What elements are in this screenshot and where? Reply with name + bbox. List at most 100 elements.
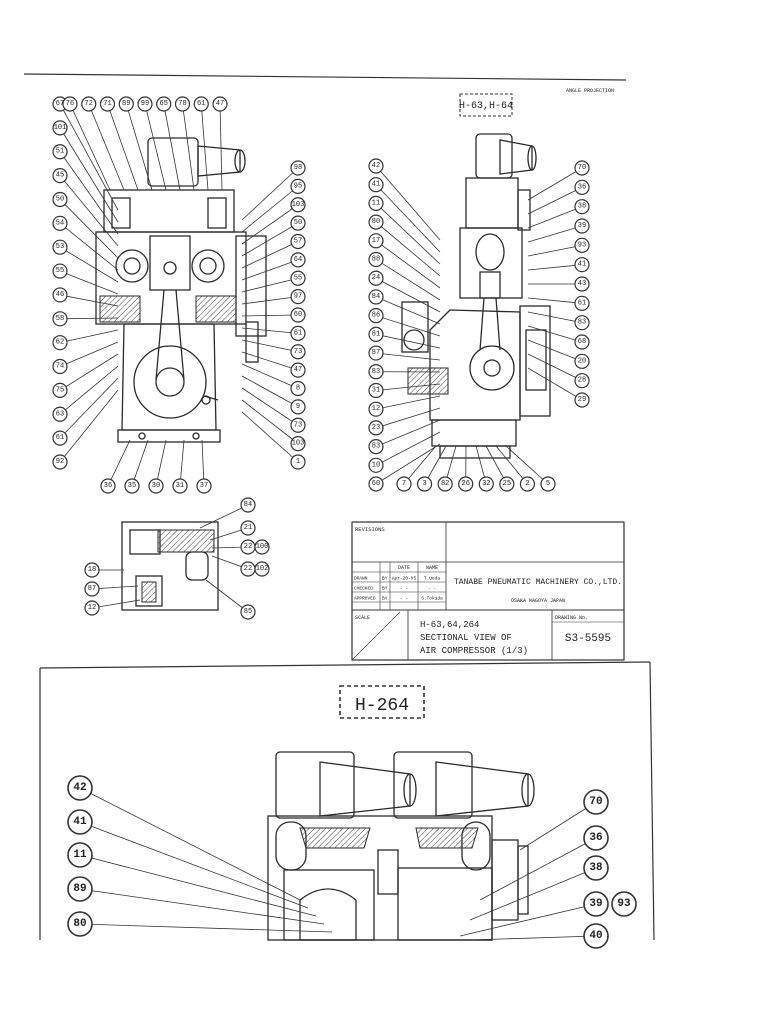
svg-text:103: 103 bbox=[292, 440, 305, 448]
svg-text:17: 17 bbox=[372, 237, 380, 245]
view-b-right-callout-6: 41 bbox=[527, 257, 590, 273]
svg-text:38: 38 bbox=[589, 862, 603, 874]
view-a-right-callout-17-leader bbox=[241, 411, 299, 463]
svg-text:40: 40 bbox=[589, 930, 602, 942]
view-b-bottom-callout-1: 7 bbox=[396, 445, 437, 492]
svg-text:55: 55 bbox=[56, 267, 64, 275]
svg-text:83: 83 bbox=[372, 443, 380, 451]
view-a-right-callout-14: 9 bbox=[241, 375, 306, 415]
svg-text:2: 2 bbox=[525, 480, 529, 488]
svg-text:42: 42 bbox=[73, 782, 86, 794]
svg-text:35: 35 bbox=[128, 482, 136, 490]
view-a-right-callout-15-leader bbox=[241, 387, 299, 426]
view-b-left-callout-15-leader bbox=[375, 407, 441, 429]
view-b-right-callout-9: 83 bbox=[527, 311, 590, 331]
view-a-bottom-callout-5: 37 bbox=[196, 439, 212, 494]
view-b-left-callout-13-leader bbox=[375, 383, 441, 391]
view-a-top-callout-2: 72 bbox=[81, 96, 125, 191]
lower-left-callout-5-leader bbox=[79, 923, 333, 933]
svg-text:64: 64 bbox=[294, 256, 302, 264]
lower-left-callout-1-leader bbox=[79, 787, 301, 901]
view-b-bottom-callout-5: 32 bbox=[475, 445, 494, 492]
svg-text:41: 41 bbox=[372, 181, 380, 189]
lower-left-callout-3-leader bbox=[79, 854, 317, 917]
svg-text:57: 57 bbox=[294, 238, 302, 246]
view-c-callout-5: 21 bbox=[209, 520, 256, 541]
name-column-header: NAME bbox=[426, 565, 438, 571]
view-b-right-callout-2: 36 bbox=[527, 179, 590, 215]
svg-text:67: 67 bbox=[56, 100, 64, 108]
date-column-header: DATE bbox=[398, 565, 410, 571]
svg-text:61: 61 bbox=[578, 299, 586, 307]
view-b-bottom-callout-4: 26 bbox=[458, 445, 474, 492]
svg-text:8: 8 bbox=[296, 385, 300, 393]
svg-text:61: 61 bbox=[56, 434, 64, 442]
view-a-left-callout-15-leader bbox=[59, 377, 119, 439]
view-a-bottom-callout-2: 35 bbox=[124, 439, 149, 494]
svg-text:12: 12 bbox=[372, 405, 380, 413]
view-a-top-callout-3-leader bbox=[107, 103, 139, 191]
view-a-left-callout-5: 50 bbox=[52, 191, 119, 259]
lower-left-callout-4: 89 bbox=[67, 876, 325, 925]
svg-text:32: 32 bbox=[482, 480, 490, 488]
svg-text:18: 18 bbox=[88, 566, 96, 574]
svg-text:3: 3 bbox=[422, 480, 426, 488]
svg-text:7: 7 bbox=[402, 480, 406, 488]
view-a-top-callout-8-leader bbox=[200, 103, 209, 191]
view-b-right-callout-3-leader bbox=[527, 206, 583, 229]
view-b-right-callout-11-leader bbox=[527, 339, 583, 362]
view-a-left-callout-4: 45 bbox=[52, 168, 119, 247]
checked-by: BY bbox=[382, 586, 388, 592]
view-b-bottom-callout-6: 25 bbox=[485, 445, 515, 492]
view-b-bottom-callout-7: 2 bbox=[495, 445, 536, 492]
lower-right-callout-3-leader bbox=[469, 867, 597, 921]
view-a-left-callout-9-leader bbox=[59, 294, 119, 307]
view-a-right-callout-10: 61 bbox=[241, 325, 306, 341]
svg-text:78: 78 bbox=[178, 100, 186, 108]
svg-text:29: 29 bbox=[578, 396, 586, 404]
view-a-top-callout-8: 61 bbox=[193, 96, 209, 191]
view-b-right-callout-6-leader bbox=[527, 264, 583, 271]
lower-right-callout-3: 38 bbox=[469, 855, 609, 921]
svg-text:61: 61 bbox=[197, 100, 205, 108]
view-b-left-callout-3: 11 bbox=[368, 195, 441, 265]
view-b-left-callout-5: 17 bbox=[368, 233, 441, 289]
svg-text:20: 20 bbox=[578, 357, 586, 365]
view-a-right-callout-4-leader bbox=[241, 222, 299, 257]
svg-text:76: 76 bbox=[66, 100, 74, 108]
view-b-left-callout-5-leader bbox=[375, 240, 441, 289]
view-a-top-callout-2-leader bbox=[88, 103, 125, 191]
view-b-left-callout-8: 84 bbox=[368, 289, 441, 325]
view-a-bottom-callout-4-leader bbox=[179, 439, 185, 487]
view-a-right-callout-3-leader bbox=[241, 204, 299, 245]
svg-text:80: 80 bbox=[372, 218, 380, 226]
view-a-left-callout-8-leader bbox=[59, 270, 119, 295]
view-a-left-callout-6: 54 bbox=[52, 215, 119, 271]
view-a-left-callout-11-leader bbox=[59, 329, 119, 344]
svg-text:43: 43 bbox=[578, 280, 586, 288]
view-b-left-callout-13: 31 bbox=[368, 382, 441, 399]
model-tag-text: H-63,H-64 bbox=[459, 101, 513, 112]
svg-text:87: 87 bbox=[88, 585, 96, 593]
view-b-left-callout-10: 81 bbox=[368, 326, 441, 349]
view-a-right-callout-14-leader bbox=[241, 375, 299, 408]
svg-text:30: 30 bbox=[152, 482, 160, 490]
view-a-left-callout-13-leader bbox=[59, 353, 119, 391]
view-c-detail bbox=[121, 521, 219, 611]
drawn-by: BY bbox=[382, 576, 388, 582]
svg-text:88: 88 bbox=[372, 256, 380, 264]
svg-text:95: 95 bbox=[294, 182, 302, 190]
view-a-left-callout-12-leader bbox=[59, 341, 119, 367]
svg-text:54: 54 bbox=[56, 219, 64, 227]
svg-text:23: 23 bbox=[372, 424, 380, 432]
view-a-top-callout-9-leader bbox=[219, 103, 223, 191]
view-a-bottom-callout-1-leader bbox=[107, 439, 131, 487]
lower-drawing bbox=[267, 751, 535, 941]
view-b-left-callout-9: 86 bbox=[368, 308, 441, 337]
view-a-bottom-callout-3: 30 bbox=[148, 439, 167, 494]
view-b-left-callout-8-leader bbox=[375, 296, 441, 325]
svg-text:73: 73 bbox=[294, 348, 302, 356]
view-a-left-callout-11: 62 bbox=[52, 329, 119, 351]
view-a-right-callout-12-leader bbox=[241, 351, 299, 371]
